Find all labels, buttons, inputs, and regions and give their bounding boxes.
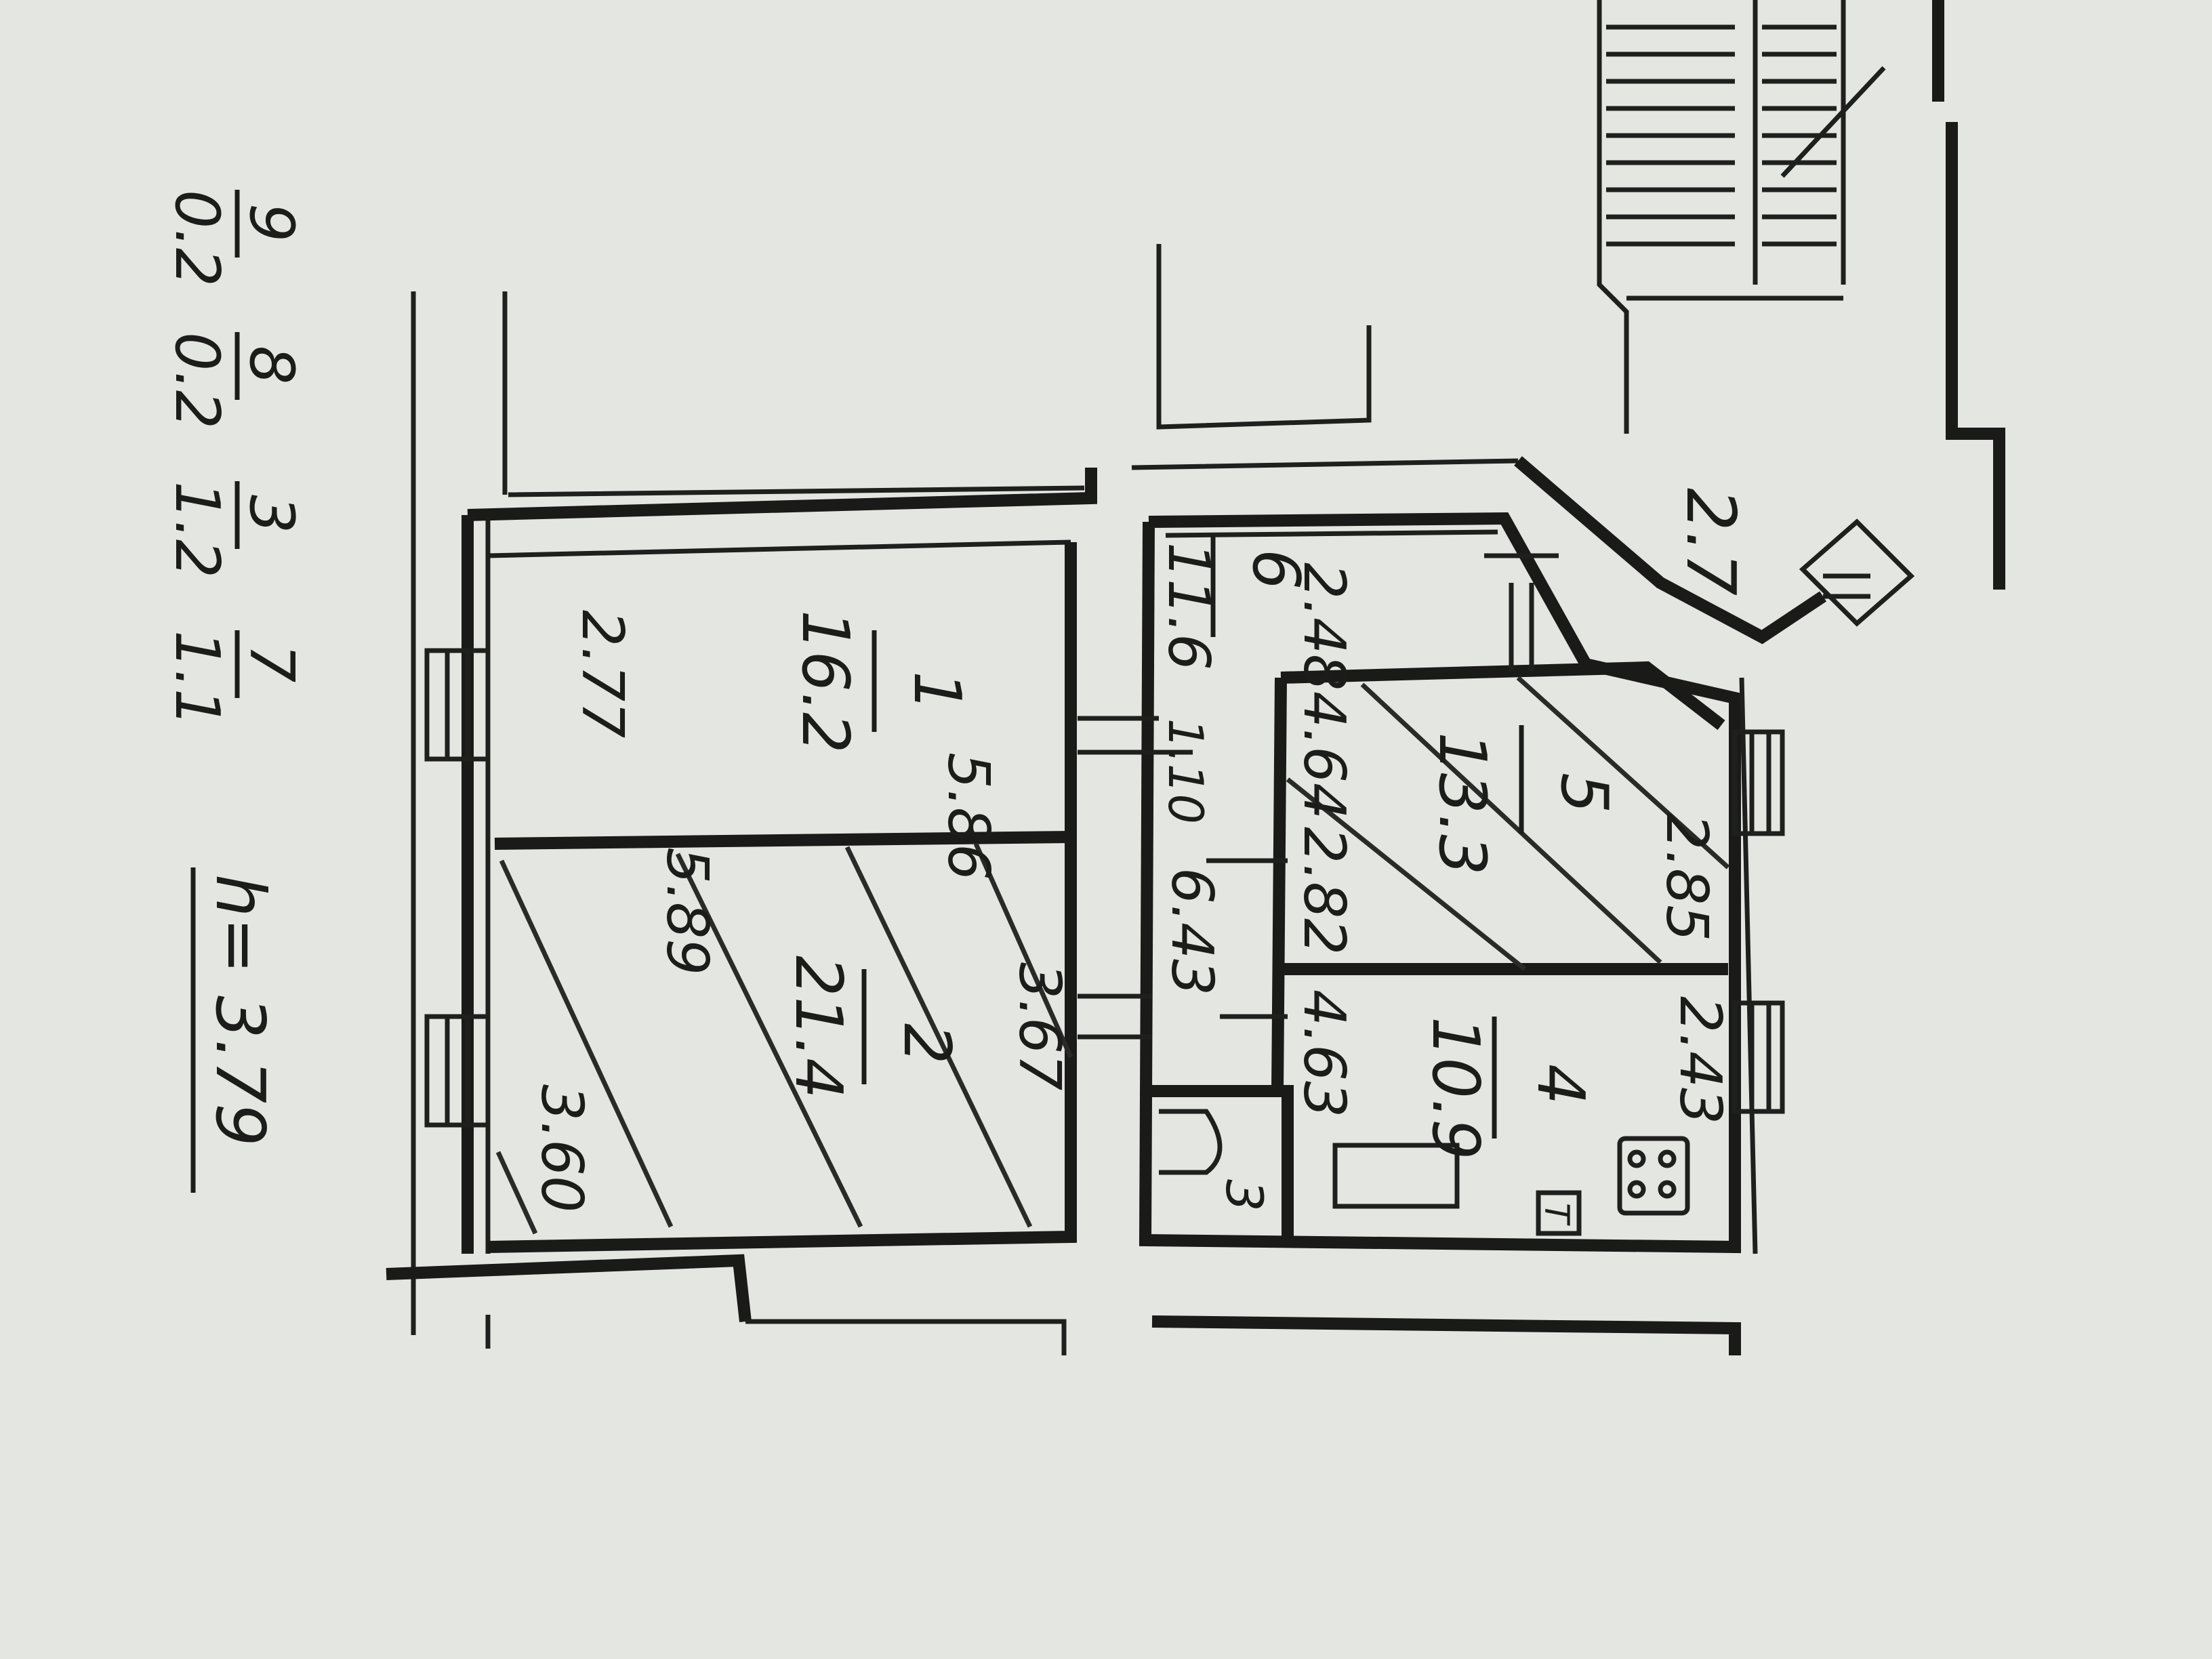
facade-bottom-outer	[485, 1315, 1067, 1355]
staircase: 2.7	[1606, 24, 1915, 627]
stove-marker-symbol: T	[1537, 1203, 1576, 1226]
toilet-outline	[1159, 1109, 1223, 1175]
room-1-number: 1	[899, 671, 974, 712]
room-2-area: 21.4	[781, 956, 855, 1099]
room-4-area: 10.9	[1418, 1017, 1492, 1160]
room-3-number: 3	[1214, 1179, 1274, 1212]
room-2-dim-b: 3.67	[1006, 962, 1073, 1090]
building-walls	[386, 0, 2005, 1355]
room-1-dim-a: 2.77	[569, 610, 636, 738]
wall-top-rooms-1-2	[467, 468, 1097, 521]
hatch-room-2	[495, 842, 1073, 1235]
legend-area: 0.2	[161, 190, 232, 287]
legend-number: 3	[236, 495, 307, 533]
partition-3	[1152, 1085, 1294, 1240]
partition-5	[1271, 661, 1725, 1092]
stairwell-wall	[1514, 0, 2005, 644]
room-2-number: 2	[889, 1023, 964, 1064]
room-1-dim-b: 5.86	[935, 752, 1002, 880]
wall-rooms-4-5-6-inner	[1165, 529, 1758, 1254]
room-5-dim-a: 4.64	[1290, 691, 1357, 819]
room-4-number: 4	[1523, 1064, 1597, 1105]
legend-row: 9 0.2	[161, 190, 307, 287]
ceiling-height-label: h= 3.79	[201, 874, 280, 1147]
room-6-dim-c: 6.43	[1158, 867, 1225, 996]
hatch-room-5	[1286, 676, 1730, 971]
room-6-area: 11.6	[1155, 542, 1222, 670]
window	[1732, 729, 1785, 836]
context-wall-left	[411, 291, 508, 1335]
legend-row: 8 0.2	[161, 332, 307, 429]
stove-burners	[1617, 1136, 1690, 1216]
partition-1-2	[494, 831, 1071, 850]
room-4-dim-b: 2.43	[1666, 996, 1734, 1124]
room-5-area: 13.3	[1425, 732, 1499, 876]
facade-bottom	[386, 1254, 1741, 1355]
dim-tick	[1078, 553, 1559, 1040]
room-2-dim-c: 3.60	[528, 1084, 595, 1212]
windows	[424, 648, 1785, 1128]
room-5: 5 13.3 4.64 2.82 2.85	[1290, 691, 1720, 955]
wall-bottom-rooms-1-2	[487, 542, 1077, 1253]
wall-rooms-4-5-6	[1139, 512, 1741, 1254]
burner	[1627, 1180, 1646, 1199]
ceiling-height: h= 3.79	[190, 867, 280, 1193]
room-3: 3	[1214, 1179, 1274, 1212]
hatching	[495, 676, 1730, 1235]
stove-marker	[1536, 1190, 1582, 1236]
room-6-number: 6	[1238, 549, 1313, 590]
corridor-wall	[508, 244, 1519, 497]
room-1: 1 16.2 2.77 5.86	[569, 610, 1002, 880]
stair-label: 2.7	[1671, 488, 1750, 596]
room-6: 6 11.6 2.48 1.10 6.43	[1155, 535, 1357, 996]
stair-landing	[1799, 518, 1915, 627]
legend-area: 0.2	[161, 332, 232, 429]
room-4-dim-a: 4.63	[1290, 989, 1357, 1118]
legend-area: 1.1	[161, 630, 232, 727]
room-2-dim-a: 5.89	[653, 847, 720, 975]
room-2: 2 21.4 5.89 3.67 3.60	[528, 847, 1073, 1212]
window	[424, 1014, 491, 1128]
legend-area: 1.2	[161, 481, 232, 578]
burner	[1658, 1180, 1677, 1199]
wall-top-inner	[487, 539, 1071, 558]
window-glass	[445, 651, 1771, 1125]
window	[424, 648, 491, 762]
room-1-area: 16.2	[787, 610, 862, 754]
room-6-dim-a: 2.48	[1290, 562, 1357, 691]
legend-number: 8	[236, 346, 307, 384]
room-6-dim-b: 1.10	[1158, 718, 1213, 824]
dimension-ticks	[1078, 553, 1559, 1040]
room-4: 4 10.9 4.63 2.43	[1290, 989, 1734, 1160]
room-5-dim-c: 2.85	[1653, 813, 1720, 941]
burner	[1658, 1149, 1677, 1168]
fixtures: T	[1159, 1109, 1690, 1236]
sink-unit	[1332, 1143, 1460, 1209]
stair-treads	[1606, 24, 1837, 247]
legend-row: 3 1.2	[161, 481, 307, 578]
stairwell-outline	[1597, 0, 1846, 434]
stair-break-line	[1780, 66, 1886, 178]
window	[1732, 1000, 1785, 1114]
room-5-number: 5	[1547, 773, 1621, 813]
legend-number: 9	[236, 203, 307, 242]
room-5-dim-b: 2.82	[1290, 827, 1357, 955]
legend-row: 7 1.1	[161, 630, 307, 727]
burner	[1627, 1149, 1646, 1168]
legend-number: 7	[236, 644, 307, 682]
legend-block: 9 0.2 8 0.2 3 1.2 7 1.1 h= 3.79	[161, 190, 307, 1193]
